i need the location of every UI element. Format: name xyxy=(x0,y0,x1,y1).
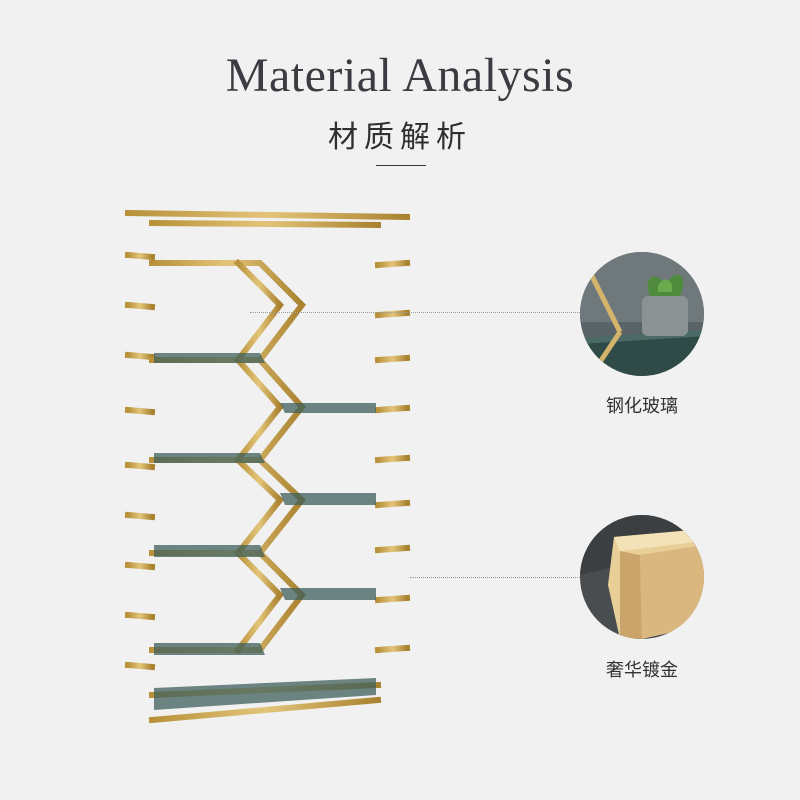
tempered-glass-label: 钢化玻璃 xyxy=(606,396,678,417)
page-title: Material Analysis xyxy=(225,49,575,102)
gold-plating-icon xyxy=(580,515,704,639)
bookshelf-image xyxy=(124,209,411,748)
gold-leader-line xyxy=(410,577,580,578)
tempered-glass-icon xyxy=(580,252,704,376)
gold-plating-label: 奢华镀金 xyxy=(606,660,678,681)
glass-leader-line xyxy=(250,312,580,313)
page-subtitle: 材质解析 xyxy=(328,120,472,155)
title-divider xyxy=(376,165,426,166)
